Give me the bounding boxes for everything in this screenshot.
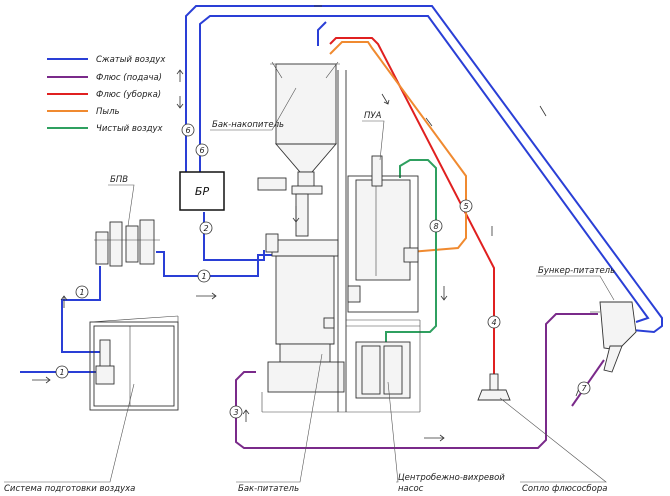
pipe-air-prep-to-bpv [61, 266, 101, 353]
label-storage-tank: Бак-накопитель [212, 120, 284, 130]
pipe-flux-feed [235, 313, 598, 449]
line-number-3: 3 [229, 405, 243, 419]
legend-label-flux-feed: Флюс (подача) [96, 73, 162, 83]
svg-text:6: 6 [185, 126, 190, 135]
pipe-dust [329, 41, 467, 253]
flux-collector-nozzle [477, 373, 511, 401]
pipe-flux-feed-out [571, 359, 605, 407]
bpv-unit [94, 219, 160, 267]
label-hopper-feeder: Бункер-питатель [538, 266, 615, 276]
legend-label-flux-cleanup: Флюс (уборка) [96, 90, 161, 100]
label-bpv: БПВ [110, 175, 128, 185]
equipment-labels: БПВ Бак-накопитель ПУА Бункер-питатель С… [4, 87, 615, 494]
line-number-5: 5 [459, 199, 473, 213]
line-number-1-inlet: 1 [55, 365, 69, 379]
svg-text:3: 3 [233, 408, 238, 417]
svg-text:4: 4 [491, 318, 496, 327]
svg-text:1: 1 [59, 368, 64, 377]
legend-label-clean-air: Чистый воздух [96, 124, 164, 134]
line-number-6-inner: 6 [195, 143, 209, 157]
svg-text:1: 1 [79, 288, 84, 297]
pua-cabinet [347, 155, 419, 313]
svg-text:8: 8 [433, 222, 438, 231]
svg-text:7: 7 [581, 384, 587, 393]
hopper-feeder [590, 301, 637, 373]
br-label: БР [195, 185, 210, 198]
svg-text:6: 6 [199, 146, 204, 155]
air-prep-system [89, 315, 179, 411]
line-number-4: 4 [487, 315, 501, 329]
pipe-air-line6-outer [185, 5, 663, 334]
svg-text:5: 5 [463, 202, 468, 211]
svg-text:1: 1 [201, 272, 206, 281]
label-vortex-pump-line2: насос [398, 484, 424, 494]
feeder-tank [265, 193, 345, 393]
line-number-1-bpv: 1 [75, 285, 89, 299]
pipe-air-to-storage-top [317, 21, 327, 46]
pipe-air-br-to-tank [203, 212, 265, 261]
line-number-6-outer: 6 [181, 123, 195, 137]
legend-label-compressed-air: Сжатый воздух [96, 55, 166, 65]
vortex-pump [355, 341, 411, 399]
legend: Сжатый воздух Флюс (подача) Флюс (уборка… [47, 55, 166, 134]
pipe-air-line6-inner [199, 15, 650, 323]
svg-text:2: 2 [203, 224, 208, 233]
line-number-7: 7 [577, 381, 591, 395]
pipe-air-bpv-to-tank [156, 251, 272, 277]
pipe-clean-air [385, 159, 437, 342]
line-number-markers: 1 1 1 2 3 4 5 6 [55, 123, 591, 419]
label-flux-nozzle: Сопло флюсосбора [522, 484, 607, 494]
line-number-8: 8 [429, 219, 443, 233]
label-air-prep-system: Система подготовки воздуха [4, 484, 135, 494]
pipelines [20, 5, 663, 449]
label-feeder-tank: Бак-питатель [238, 484, 299, 494]
legend-label-dust: Пыль [96, 107, 120, 117]
br-rect [179, 171, 225, 211]
storage-tank [257, 61, 340, 195]
support-frame [261, 70, 421, 413]
line-number-2: 2 [199, 221, 213, 235]
line-number-1-tank: 1 [197, 269, 211, 283]
br-box: БР [179, 171, 225, 211]
pipe-flux-cleanup [329, 37, 495, 376]
label-vortex-pump-line1: Центробежно-вихревой [398, 473, 505, 483]
label-pua: ПУА [364, 111, 382, 121]
